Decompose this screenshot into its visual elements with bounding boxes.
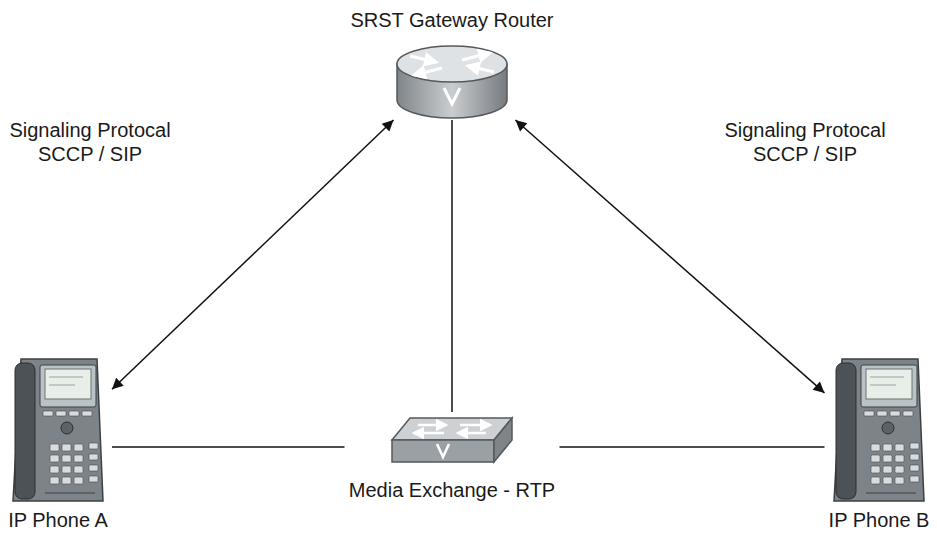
network-link	[451, 120, 453, 412]
ip-phone-icon	[13, 359, 103, 501]
switch-node: Media Exchange - RTP	[345, 412, 560, 502]
phone-node: IP Phone A	[4, 350, 112, 532]
edge-label: Signaling Protocal SCCP / SIP	[715, 118, 895, 166]
network-link	[112, 446, 345, 448]
network-link	[560, 446, 825, 448]
edge-label: Signaling Protocal SCCP / SIP	[0, 118, 180, 166]
router-icon	[397, 46, 507, 118]
ip-phone-icon	[834, 359, 924, 501]
node-label: IP Phone B	[829, 508, 930, 532]
node-label: Media Exchange - RTP	[349, 478, 555, 502]
router-node: SRST Gateway Router	[346, 8, 558, 120]
switch-icon	[392, 418, 512, 462]
phone-node: IP Phone B	[825, 350, 934, 532]
node-label: SRST Gateway Router	[350, 8, 553, 32]
node-label: IP Phone A	[8, 508, 108, 532]
